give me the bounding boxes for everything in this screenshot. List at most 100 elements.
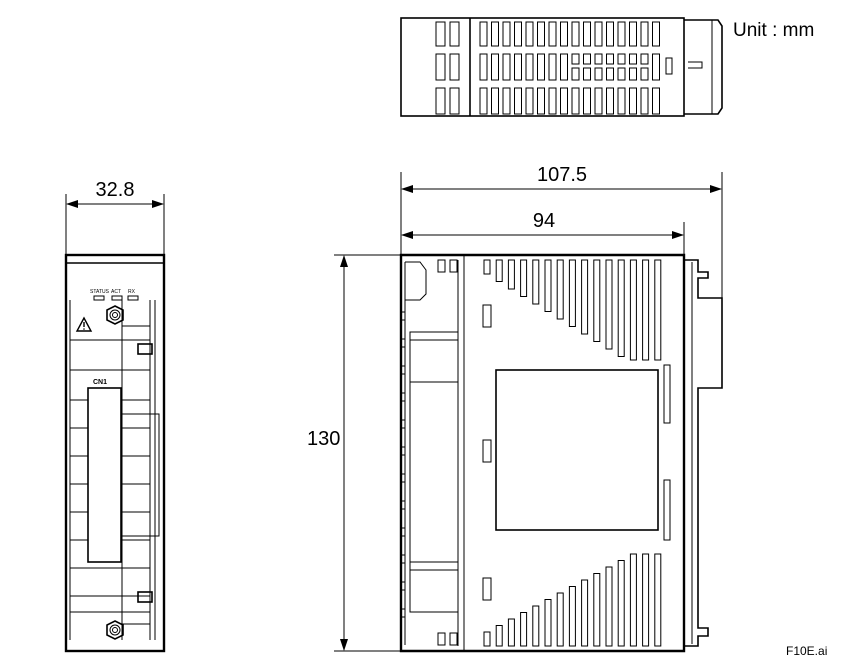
top-vent-slot [537, 21, 545, 47]
top-vent-slot [571, 21, 580, 47]
side-total-depth-value: 107.5 [537, 164, 587, 186]
top-stair-vent [520, 259, 528, 297]
top-vent-slot [514, 21, 522, 47]
bottom-stair-vent [642, 553, 650, 647]
top-vent-slot [502, 87, 511, 115]
top-stair-vent [532, 259, 540, 305]
bottom-stair-vent [581, 579, 589, 647]
height-value: 130 [307, 428, 340, 450]
top-vent-slot [537, 53, 545, 81]
top-stair-vent [629, 259, 637, 361]
right-vertical-slot [663, 479, 671, 541]
top-vent-slot [571, 87, 580, 115]
top-vent-slot [617, 87, 626, 115]
edge-notch [401, 311, 406, 321]
top-vent-slot [571, 53, 580, 65]
top-vent-slot [479, 53, 488, 81]
top-vent-slot [594, 87, 603, 115]
bottom-stair-vent [605, 566, 613, 647]
top-vent-slot [640, 53, 649, 65]
front-leds: STATUS ACT RX [90, 289, 139, 301]
top-stair-vent [556, 259, 564, 320]
top-vent-slot [652, 21, 660, 47]
edge-notch [401, 581, 406, 591]
bottom-stair-vent [593, 573, 601, 647]
edge-notch [401, 554, 406, 564]
side-tab-upper [482, 304, 492, 328]
top-vent-slot [491, 53, 499, 81]
bottom-stair-vent [654, 553, 662, 647]
top-vent-slot [652, 53, 660, 81]
top-vent-slot [629, 67, 637, 81]
bottom-stair-vent [617, 560, 625, 647]
side-ventilation-slots [483, 259, 671, 647]
led-act-icon [111, 295, 123, 301]
top-vent-slot [617, 67, 626, 81]
label-area [495, 369, 659, 531]
top-vent-slot [491, 21, 499, 47]
top-vent-slot [502, 53, 511, 81]
top-vent-slot [594, 21, 603, 47]
side-front-slots [437, 259, 458, 646]
bottom-screw-icon [106, 620, 124, 640]
front-view: 32.8 STATUS ACT RX [64, 179, 166, 653]
connector-body [120, 413, 160, 537]
top-stair-vent [642, 259, 650, 361]
bottom-stair-vent [495, 625, 503, 647]
led-rx-label: RX [128, 289, 136, 295]
side-body-depth-value: 94 [533, 210, 555, 232]
bottom-stair-vent [483, 631, 491, 647]
top-vent-slot [502, 21, 511, 47]
top-vent-slot [617, 53, 626, 65]
top-stair-vent [495, 259, 503, 282]
edge-notch [401, 500, 406, 510]
top-screw-icon [106, 305, 124, 325]
top-vent-slot [583, 67, 591, 81]
lower-latch [137, 591, 153, 603]
front-width-value: 32.8 [96, 179, 135, 201]
led-status-icon [93, 295, 105, 301]
top-stair-vent [593, 259, 601, 342]
edge-notch [401, 338, 406, 348]
side-edge-notches [401, 311, 406, 618]
top-vent-slot [548, 87, 557, 115]
side-tab-lower [482, 577, 492, 601]
top-vent-slot [479, 87, 488, 115]
side-tab-middle [482, 439, 492, 463]
connector-cn1 [87, 387, 122, 563]
top-vent-slot [583, 21, 591, 47]
top-vent-slot [640, 87, 649, 115]
side-view: 107.5 94 130 [307, 164, 723, 653]
bottom-stair-vent [544, 599, 552, 647]
top-vent-slot [514, 53, 522, 81]
top-vent-slot [583, 53, 591, 65]
top-view-vents-left [435, 21, 460, 115]
bottom-stair-vent [629, 553, 637, 647]
top-vent-slot [560, 21, 568, 47]
top-vent-slot [525, 21, 534, 47]
led-rx-icon [127, 295, 139, 301]
edge-notch [401, 608, 406, 618]
bottom-stair-vent [532, 605, 540, 647]
edge-notch [401, 365, 406, 375]
top-vent-slot [629, 21, 637, 47]
top-stair-vent [568, 259, 576, 327]
top-vent-slot [629, 87, 637, 115]
bottom-stair-vent [507, 618, 515, 647]
top-stair-vent [617, 259, 625, 357]
connector-label: CN1 [93, 379, 107, 386]
file-id: F10E.ai [786, 644, 827, 658]
edge-notch [401, 473, 406, 483]
top-vent-slot [525, 87, 534, 115]
top-vent-slot [525, 53, 534, 81]
top-view [400, 17, 723, 117]
bottom-stair-vent [568, 586, 576, 647]
led-act-label: ACT [111, 289, 121, 295]
top-vent-slot [629, 53, 637, 65]
top-vent-slot [514, 87, 522, 115]
top-vent-slot [537, 87, 545, 115]
top-vent-slot [583, 87, 591, 115]
top-vent-slot [617, 21, 626, 47]
top-stair-vent [483, 259, 491, 275]
